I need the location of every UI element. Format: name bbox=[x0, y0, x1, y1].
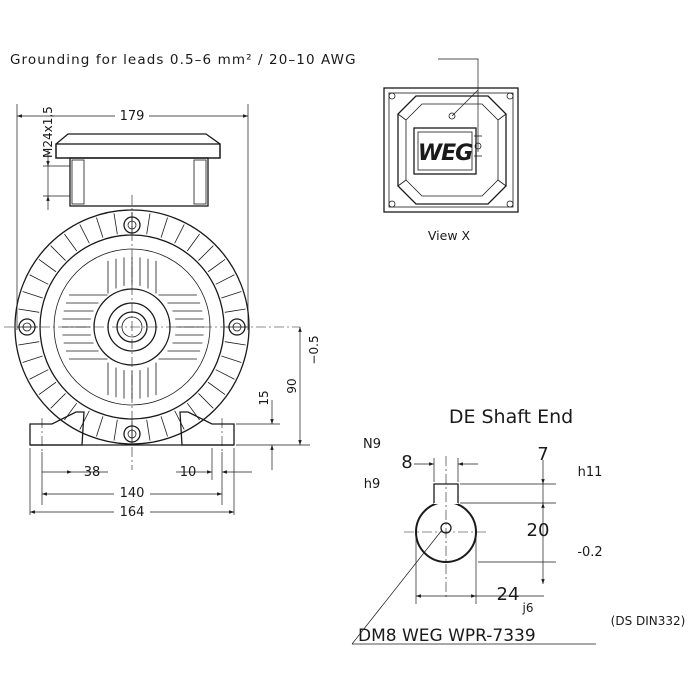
dim-38-label: 38 bbox=[84, 465, 101, 480]
thread-label: M24x1,5 bbox=[41, 106, 55, 158]
shaft-end: DE Shaft End 8 N9 h9 7 h11 20 -0.2 24 bbox=[351, 406, 686, 646]
cooling-fin bbox=[18, 341, 40, 346]
cooling-fin bbox=[113, 213, 118, 235]
cooling-fin bbox=[146, 213, 151, 235]
cooling-fin bbox=[207, 259, 226, 273]
cooling-fin bbox=[174, 410, 185, 430]
dim-90-label: 90 bbox=[285, 378, 299, 393]
cooling-fin bbox=[221, 291, 242, 299]
cooling-fin bbox=[160, 217, 168, 238]
weg-logo-text: WEG bbox=[418, 141, 473, 166]
cooling-fin bbox=[64, 233, 78, 252]
motor-feet bbox=[29, 411, 235, 452]
cooling-fin bbox=[18, 308, 40, 313]
dim-height: 15 90 −0.5 bbox=[236, 327, 321, 470]
cooling-fin bbox=[96, 217, 104, 238]
dim-179: 179 bbox=[16, 104, 249, 330]
dim-tol-label: −0.5 bbox=[307, 335, 321, 364]
thread-dimension: M24x1,5 bbox=[41, 106, 70, 210]
terminal-box bbox=[55, 133, 221, 207]
dim-179-label: 179 bbox=[120, 109, 145, 124]
cooling-fin bbox=[96, 416, 104, 437]
motor-frame bbox=[4, 195, 300, 470]
front-view: Grounding for leads 0.5–6 mm² / 20–10 AW… bbox=[4, 52, 479, 520]
shaft-height-label: 20 bbox=[527, 520, 550, 541]
center-hole-label: DM8 WEG WPR-7339 bbox=[358, 626, 536, 646]
dim-15-label: 15 bbox=[257, 390, 271, 405]
cooling-fin bbox=[50, 393, 66, 409]
cooling-fin bbox=[174, 224, 185, 244]
dim-164-label: 164 bbox=[120, 505, 145, 520]
cooling-fin bbox=[160, 416, 168, 437]
shaft-dia-tol: j6 bbox=[522, 601, 534, 615]
cooling-fin bbox=[38, 259, 57, 273]
dim-bottom: 38 10 140 164 bbox=[29, 448, 252, 520]
dim-10-label: 10 bbox=[180, 465, 197, 480]
cooling-fin bbox=[146, 419, 151, 441]
cooling-fin bbox=[215, 274, 235, 285]
grounding-note: Grounding for leads 0.5–6 mm² / 20–10 AW… bbox=[10, 52, 357, 68]
cooling-fin bbox=[79, 224, 90, 244]
key-depth-label: 7 bbox=[537, 444, 548, 465]
cooling-fin bbox=[29, 369, 49, 380]
cooling-fin bbox=[38, 381, 57, 395]
shaft-height-tol: -0.2 bbox=[577, 545, 602, 560]
cooling-fin bbox=[215, 369, 235, 380]
cooling-fin bbox=[186, 233, 200, 252]
view-x-label: View X bbox=[428, 228, 471, 243]
key-depth-tol: h11 bbox=[578, 465, 603, 480]
key-tol-h9: h9 bbox=[364, 477, 381, 492]
cooling-fin bbox=[29, 274, 49, 285]
cooling-fin bbox=[113, 419, 118, 441]
key-tol-n9: N9 bbox=[363, 437, 381, 452]
key-width-label: 8 bbox=[401, 452, 412, 473]
cooling-fin bbox=[22, 355, 43, 363]
cooling-fin bbox=[79, 410, 90, 430]
cooling-fin bbox=[22, 291, 43, 299]
weg-logo: WEG bbox=[413, 127, 477, 175]
center-hole-std: (DS DIN332) bbox=[611, 614, 686, 628]
grounding-leader bbox=[438, 58, 479, 152]
shaft-end-title: DE Shaft End bbox=[449, 406, 573, 428]
cooling-fin bbox=[50, 245, 66, 261]
view-x: WEG View X bbox=[383, 87, 519, 243]
dim-140-label: 140 bbox=[120, 486, 145, 501]
cooling-fin bbox=[198, 245, 214, 261]
shaft-dia-label: 24 bbox=[497, 584, 520, 605]
cooling-fin bbox=[207, 381, 226, 395]
cooling-fin bbox=[224, 341, 246, 346]
cooling-fin bbox=[224, 308, 246, 313]
cooling-fin bbox=[221, 355, 242, 363]
cooling-fin bbox=[198, 393, 214, 409]
